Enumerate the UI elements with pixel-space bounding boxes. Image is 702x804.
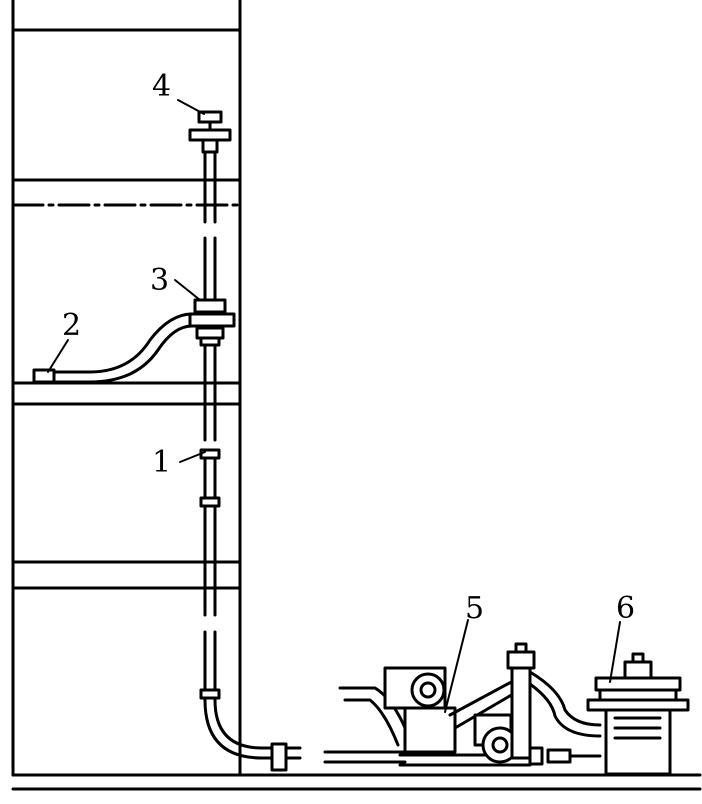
building-frame [11,0,702,791]
label-3: 3 [150,263,169,298]
leader-2 [47,339,69,373]
label-6: 6 [616,591,635,626]
label-1: 1 [152,445,171,480]
leader-lines [47,99,621,713]
mixing-tank [586,652,690,776]
label-5: 5 [465,591,484,626]
branch-valve [188,298,236,340]
riser-pipe [199,148,264,760]
pump-unit [338,642,602,767]
leader-6 [609,621,621,683]
leader-1 [179,451,206,463]
label-2: 2 [62,308,81,343]
feed-pipe [260,742,407,772]
leader-4 [177,99,205,115]
leader-5 [444,619,469,713]
branch-hose [32,312,194,384]
leader-3 [174,279,201,301]
label-4: 4 [152,69,171,104]
top-valve [188,110,232,154]
tank-hose [528,670,602,738]
